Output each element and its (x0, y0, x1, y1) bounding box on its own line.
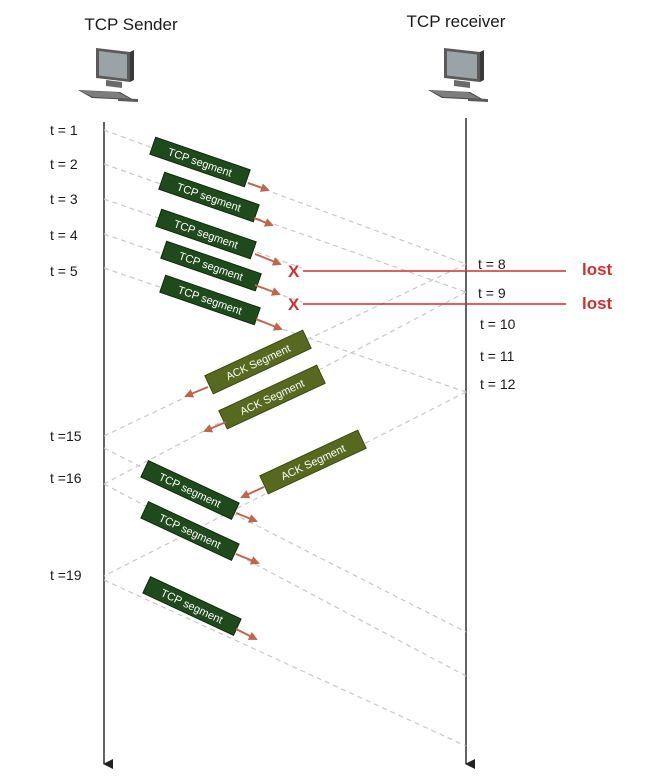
sender-time-label: t = 1 (50, 122, 78, 138)
segment-arrow (254, 284, 281, 296)
loss-x-mark: X (288, 295, 300, 314)
ack-segment: ACK Segment (259, 429, 367, 495)
sender-time-label: t =19 (50, 567, 82, 583)
segment-arrow (235, 628, 258, 640)
receiver-time-label: t = 8 (478, 256, 506, 272)
sender-title: TCP Sender (84, 15, 178, 34)
ack-arrow (203, 421, 227, 433)
receiver-time-label: t = 9 (478, 285, 506, 301)
receiver-time-label: t = 10 (480, 316, 516, 332)
sender-computer-icon (78, 48, 138, 102)
ack-arrow (240, 486, 265, 499)
path-seg-8 (103, 579, 467, 747)
tcp-segment: TCP segment (142, 576, 242, 636)
path-ack-3 (103, 391, 467, 577)
receiver-time-label: t = 11 (480, 348, 515, 364)
segment-arrow (255, 318, 283, 331)
sender-time-label: t = 2 (50, 156, 78, 172)
lost-label: lost (582, 260, 613, 279)
segment-arrow (235, 512, 258, 523)
path-seg-5 (103, 267, 467, 393)
segment-arrow (253, 217, 274, 227)
sender-time-label: t =16 (50, 470, 82, 486)
sender-time-label: t = 5 (50, 263, 78, 279)
sender-time-label: t = 3 (50, 191, 78, 207)
ack-arrow (184, 386, 209, 398)
sender-time-label: t = 4 (50, 227, 78, 243)
lost-label: lost (582, 294, 613, 313)
path-seg-2 (103, 163, 467, 293)
segment-arrow (235, 553, 260, 565)
path-seg-3-lost (103, 198, 303, 269)
receiver-computer-icon (428, 48, 488, 102)
segment-arrow (247, 182, 270, 192)
segment-arrow (254, 253, 282, 266)
receiver-time-label: t = 12 (480, 376, 516, 392)
receiver-title: TCP receiver (407, 12, 506, 31)
sender-time-label: t =15 (50, 428, 82, 444)
loss-x-mark: X (288, 262, 300, 281)
